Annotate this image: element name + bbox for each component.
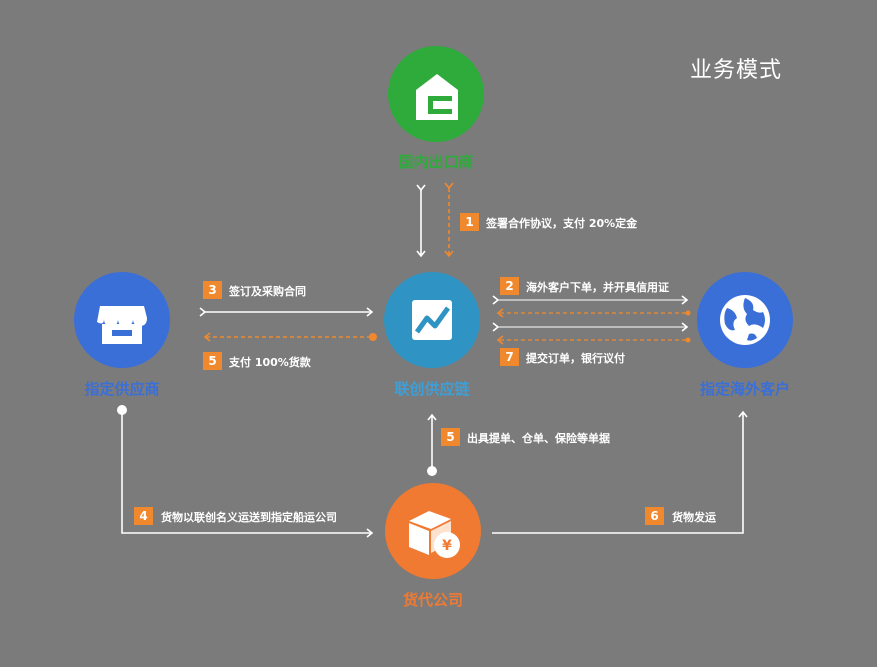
customer-node xyxy=(697,272,793,368)
dot xyxy=(369,333,377,341)
step-text: 签署合作协议，支付 20%定金 xyxy=(486,217,638,230)
supplier-label: 指定供应商 xyxy=(84,380,160,398)
supplier-forwarder-arrow xyxy=(121,412,374,538)
house-icon xyxy=(416,74,458,120)
step-text: 海外客户下单，并开具信用证 xyxy=(526,281,669,294)
step-text: 出具提单、仓单、保险等单据 xyxy=(467,432,610,445)
forwarder-customer-arrow xyxy=(492,410,748,534)
step-text: 货物以联创名义运送到指定船运公司 xyxy=(161,511,337,524)
dot xyxy=(117,405,127,415)
svg-text:¥: ¥ xyxy=(442,538,452,554)
step-badge: 6 xyxy=(645,507,664,525)
customer-label: 指定海外客户 xyxy=(699,380,790,398)
forwarder-label: 货代公司 xyxy=(402,591,463,609)
dot xyxy=(685,310,691,316)
exporter-label: 国内出口商 xyxy=(398,153,474,171)
step-text: 提交订单，银行议付 xyxy=(526,352,625,365)
step-badge: 5 xyxy=(203,352,222,370)
globe-icon xyxy=(720,295,770,345)
supplier-node xyxy=(74,272,170,368)
step-badge: 1 xyxy=(460,213,479,231)
trend-chart-icon xyxy=(412,300,452,340)
step-badge: 5 xyxy=(441,428,460,446)
exporter-node xyxy=(388,46,484,142)
dot xyxy=(685,337,691,343)
step-text: 货物发运 xyxy=(672,511,716,524)
step-badge: 3 xyxy=(203,281,222,299)
dot xyxy=(427,466,437,476)
step-text: 支付 100%货款 xyxy=(229,356,311,369)
package-yen-icon: ¥ xyxy=(409,511,460,558)
platform-node xyxy=(384,272,480,368)
step-badge: 4 xyxy=(134,507,153,525)
page-title: 业务模式 xyxy=(690,58,783,83)
platform-label: 联创供应链 xyxy=(394,380,470,398)
step-text: 签订及采购合同 xyxy=(229,285,306,298)
storefront-icon xyxy=(97,306,147,344)
forwarder-node: ¥ xyxy=(385,483,481,579)
step-badge: 7 xyxy=(500,348,519,366)
step-badge: 2 xyxy=(500,277,519,295)
